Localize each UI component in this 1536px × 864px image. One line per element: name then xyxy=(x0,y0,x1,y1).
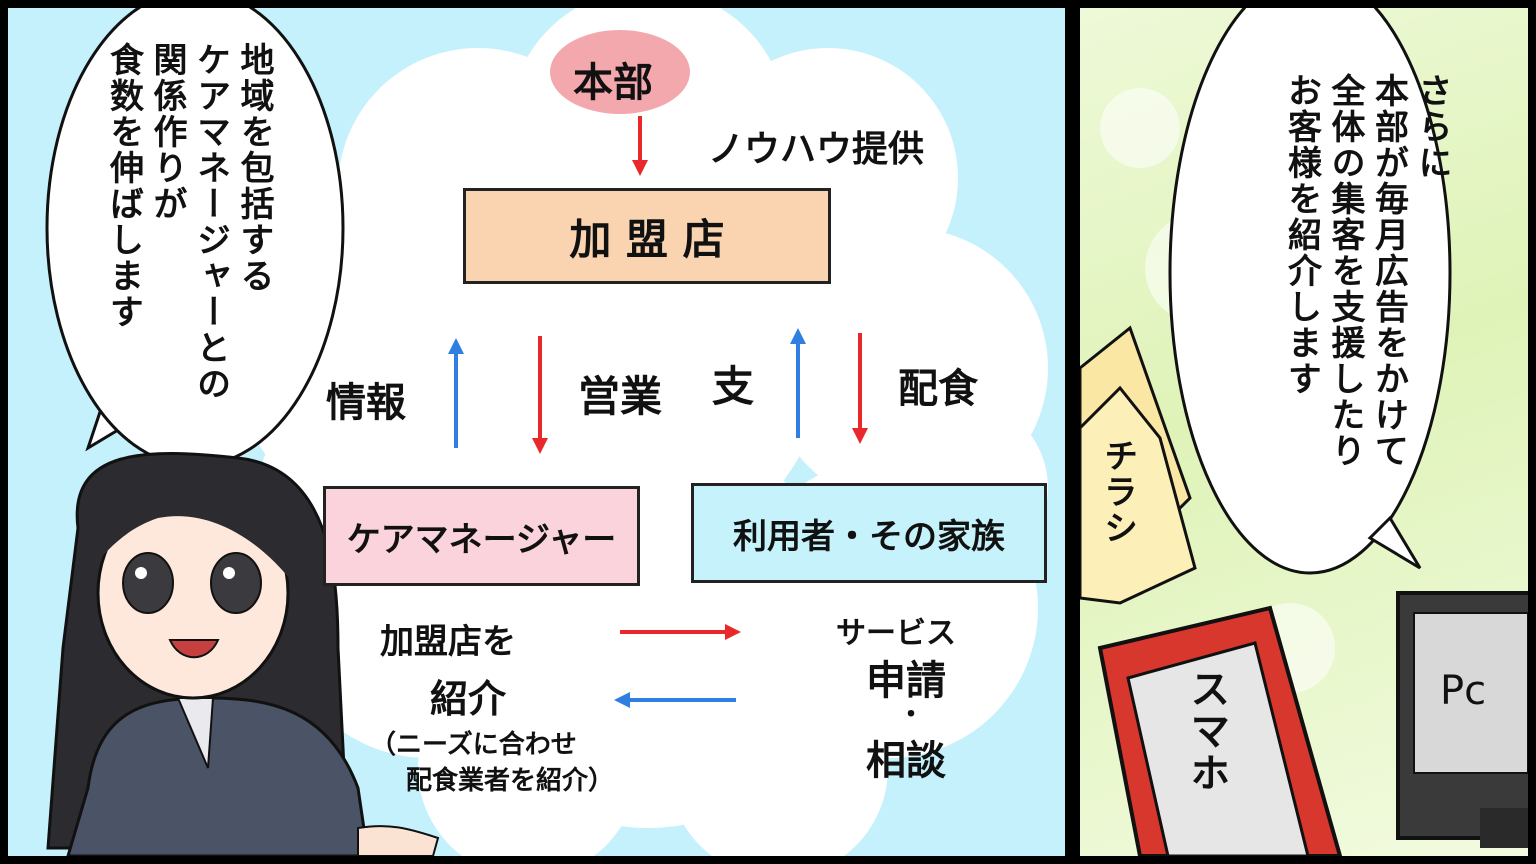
pc-label: Pc xyxy=(1440,668,1487,714)
hq-label: 本部 xyxy=(573,60,653,106)
service-line-3: ・ xyxy=(898,700,925,730)
franchise-box: 加 盟 店 xyxy=(463,188,831,284)
left-panel: 地域を包括する ケアマネージャーとの 関係作りが 食数を伸ばします 本部 ノウハ… xyxy=(8,8,1065,856)
care-manager-box: ケアマネージャー xyxy=(323,486,640,586)
intro-note-line-2: 配食業者を紹介） xyxy=(406,766,615,796)
info-label: 情報 xyxy=(326,380,406,426)
speech-line: さらに xyxy=(1412,73,1452,181)
flyer-label: チラシ xyxy=(1097,438,1138,546)
right-speech-text: さらに 本部が毎月広告をかけて 全体の集客を支援したり お客様を紹介します xyxy=(1279,73,1453,543)
hq-oval xyxy=(550,30,690,114)
speech-line: 関係作りが xyxy=(146,42,187,222)
speech-line: ケアマネージャーとの xyxy=(190,42,231,402)
service-line-1: サービス xyxy=(836,616,956,651)
service-line-4: 相談 xyxy=(866,738,946,784)
speech-line: 地域を包括する xyxy=(234,42,274,294)
sales-label: 営業 xyxy=(578,372,663,421)
speech-line: 本部が毎月広告をかけて xyxy=(1368,73,1409,469)
right-speech-bubble xyxy=(1168,8,1452,575)
left-speech-text: 地域を包括する ケアマネージャーとの 関係作りが 食数を伸ばします xyxy=(101,42,275,442)
support-label: 支 xyxy=(712,362,755,411)
intro-line-1: 加盟店を xyxy=(380,622,516,662)
smartphone-illustration xyxy=(1097,605,1343,856)
flyers-illustration xyxy=(1080,325,1197,605)
speech-line: 全体の集客を支援したり xyxy=(1324,73,1365,469)
intro-line-2: 紹介 xyxy=(430,677,507,721)
speech-line: お客様を紹介します xyxy=(1281,73,1322,397)
delivery-label: 配食 xyxy=(898,366,978,412)
speech-line: 食数を伸ばします xyxy=(103,42,144,330)
care-manager-label: ケアマネージャー xyxy=(346,519,617,560)
family-label: 利用者・その家族 xyxy=(733,516,1005,557)
businesswoman-character xyxy=(46,451,440,856)
family-box: 利用者・その家族 xyxy=(691,483,1047,583)
right-panel-art xyxy=(1080,8,1528,856)
knowhow-label: ノウハウ提供 xyxy=(708,129,925,170)
right-panel: さらに 本部が毎月広告をかけて 全体の集客を支援したり お客様を紹介します チラ… xyxy=(1080,8,1528,856)
pc-monitor-illustration xyxy=(1396,591,1528,848)
franchise-label: 加 盟 店 xyxy=(569,214,725,264)
service-line-2: 申請 xyxy=(866,658,946,704)
phone-label: スマホ xyxy=(1183,668,1230,794)
intro-note-line-1: （ニーズに合わせ xyxy=(370,730,577,760)
